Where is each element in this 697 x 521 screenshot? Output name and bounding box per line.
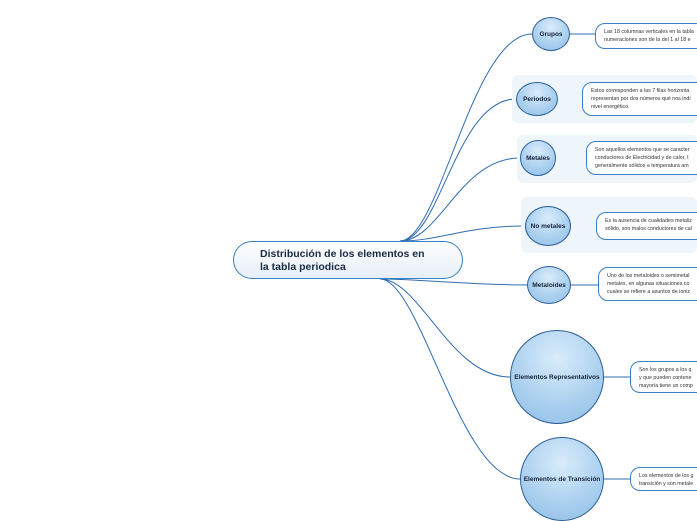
note-elementos-representativos[interactable]: Son los grupos a los q y que pueden cont…	[630, 361, 697, 393]
node-metales[interactable]: Metales	[520, 140, 556, 176]
node-metales-label: Metales	[526, 154, 550, 162]
note-periodos-line-1: Estos corresponden a las 7 filas horizon…	[591, 88, 690, 94]
node-elementos-de-transicion-label: Elementos de Transición	[523, 475, 601, 483]
note-no-metales-line-2: sólido, son malos conductores de cal	[605, 226, 692, 232]
note-periodos-line-3: nivel energético.	[591, 104, 630, 110]
central-topic-line-1: Distribución de los elementos en	[260, 248, 425, 260]
node-elementos-representativos-label: Elementos Representativos	[514, 373, 600, 381]
node-periodos-label: Periodos	[523, 95, 551, 103]
node-grupos-label: Grupos	[539, 30, 563, 38]
connector-metales	[399, 157, 521, 242]
node-no-metales-label: No metales	[530, 222, 566, 230]
note-metales-line-2: conductores de Electricidad y de calor, …	[595, 155, 689, 161]
connector-elementos-representativos	[379, 278, 511, 378]
node-elementos-representativos[interactable]: Elementos Representativos	[510, 330, 604, 424]
connector-elementos-de-transicion	[379, 278, 521, 480]
note-representativos-line-3: mayoría tiene un comp	[639, 383, 693, 389]
note-representativos-line-2: y que pueden contene	[639, 375, 692, 381]
note-metales-line-3: generalmente sólidos a temperatura am	[595, 163, 689, 169]
note-no-metales-line-1: Es la ausencia de cualidades metaliz	[605, 218, 692, 224]
central-topic[interactable]: Distribución de los elementos en la tabl…	[233, 241, 463, 279]
note-metaloides-line-2: metales, en algunas situaciones co	[607, 281, 690, 287]
node-grupos[interactable]: Grupos	[532, 17, 570, 51]
note-metaloides-line-1: Uno de los metaloides o semimetal	[607, 273, 690, 279]
note-grupos-line-1: Las 18 columnas verticales en la tabla	[604, 29, 694, 35]
note-grupos-line-2: numeraciones son de la del 1 al 18 e	[604, 37, 691, 43]
note-metales-line-1: Son aquellos elementos que se caracter	[595, 147, 690, 153]
connector-no-metales	[399, 225, 526, 242]
note-representativos-line-1: Son los grupos a los q	[639, 367, 692, 373]
note-transicion-line-1: Los elementos de los g	[639, 473, 694, 479]
connector-metaloides	[379, 278, 528, 286]
note-no-metales[interactable]: Es la ausencia de cualidades metaliz sól…	[596, 212, 697, 240]
connector-grupos	[399, 33, 533, 242]
note-grupos[interactable]: Las 18 columnas verticales en la tabla n…	[595, 23, 697, 49]
central-topic-line-2: la tabla periodica	[260, 261, 346, 273]
node-elementos-de-transicion[interactable]: Elementos de Transición	[520, 437, 604, 521]
node-no-metales[interactable]: No metales	[525, 206, 571, 246]
note-metales[interactable]: Son aquellos elementos que se caracter c…	[586, 141, 697, 175]
note-periodos-line-2: representan por dos números qué nos indi	[591, 96, 691, 102]
node-metaloides-label: Metaloides	[532, 281, 566, 289]
note-metaloides-line-3: cuales se refiere a asuntos de ioniz	[607, 289, 691, 295]
note-metaloides[interactable]: Uno de los metaloides o semimetal metale…	[598, 267, 697, 301]
node-metaloides[interactable]: Metaloides	[527, 266, 571, 304]
connector-periodos	[399, 98, 517, 242]
note-periodos[interactable]: Estos corresponden a las 7 filas horizon…	[582, 82, 697, 116]
note-transicion-line-2: transición y son metale	[639, 481, 694, 487]
note-elementos-de-transicion[interactable]: Los elementos de los g transición y son …	[630, 467, 697, 491]
node-periodos[interactable]: Periodos	[516, 82, 558, 116]
